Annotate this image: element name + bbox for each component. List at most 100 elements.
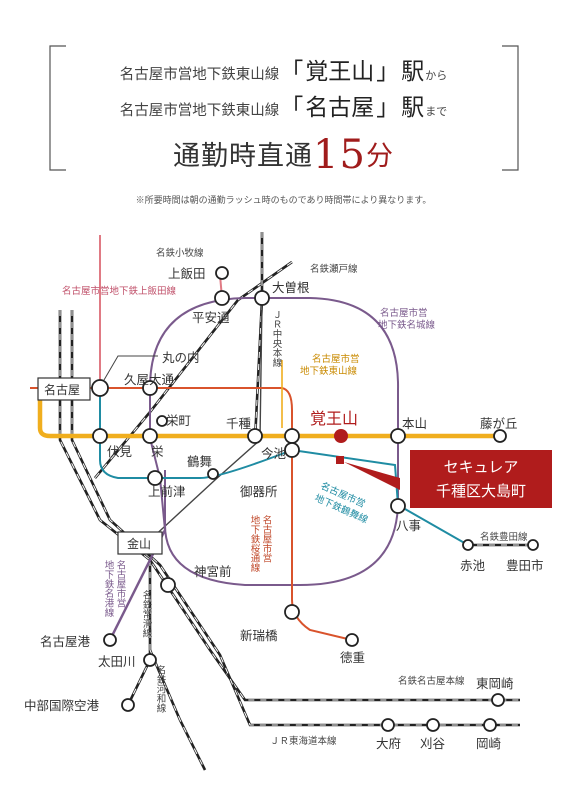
okazaki-station-label: 岡崎 bbox=[476, 736, 502, 751]
meitetsu-toyota-line-label: 名鉄豊田線 bbox=[480, 531, 528, 543]
station-markers bbox=[91, 266, 539, 732]
higashiyama-line-label-2: 地下鉄東山線 bbox=[300, 365, 358, 377]
jingumae-station-label: 神宮前 bbox=[194, 564, 232, 579]
minutes-unit: 分 bbox=[365, 141, 394, 172]
property-name-label: セキュレア bbox=[444, 458, 519, 476]
kanayama-station-label: 金山 bbox=[127, 536, 151, 551]
meitetsu-tokoname-line-label: 名鉄常滑線 bbox=[141, 589, 153, 637]
kariya-station-label: 刈谷 bbox=[420, 736, 446, 751]
kamiiida-station-marker bbox=[215, 266, 229, 280]
imaike-station-marker bbox=[284, 428, 300, 444]
nagoyako-station-label: 名古屋港 bbox=[40, 634, 91, 649]
meitetsu-kowa-line-dash bbox=[149, 649, 206, 771]
route-from-line: 名古屋市営地下鉄東山線 bbox=[119, 67, 280, 83]
tsurumai-station-marker bbox=[207, 468, 219, 480]
kariya-station-marker bbox=[426, 718, 440, 732]
commute-time: 通勤時直通15分 bbox=[0, 132, 567, 178]
shinmizuho-station-label: 新瑞橋 bbox=[240, 628, 278, 643]
route-to: 名古屋市営地下鉄東山線「名古屋」駅まで bbox=[0, 88, 567, 122]
obu-station-marker bbox=[381, 718, 395, 732]
route-to-line: 名古屋市営地下鉄東山線 bbox=[119, 103, 280, 119]
sakaemachi-station-marker bbox=[156, 415, 168, 427]
ozone-station-marker bbox=[254, 290, 270, 306]
destination-station: 名古屋 bbox=[305, 95, 375, 121]
time-note: ※所要時間は朝の通勤ラッシュ時のものであり時間帯により異なります。 bbox=[135, 196, 432, 206]
origin-station: 覚王山 bbox=[305, 59, 375, 85]
tokushige-station-label: 徳重 bbox=[340, 650, 365, 665]
sakae-station-label: 栄 bbox=[151, 444, 164, 459]
meitetsu-komaki-label: 名鉄小牧線 bbox=[156, 247, 204, 259]
meitetsu-kowa-line-label: 名鉄河和線 bbox=[155, 664, 167, 712]
sakae-station-marker bbox=[142, 428, 158, 444]
motoyama-station-marker bbox=[390, 428, 406, 444]
hisaya-station-marker bbox=[142, 380, 158, 396]
toyotashi-station-marker bbox=[527, 539, 539, 551]
motoyama-station-label: 本山 bbox=[402, 416, 427, 431]
property-callout-box bbox=[410, 450, 552, 508]
fushimi-station-marker bbox=[92, 428, 108, 444]
commute-minutes: 15 bbox=[313, 132, 366, 178]
higashiokazaki-station-marker bbox=[491, 693, 505, 707]
gokiso-station-label: 御器所 bbox=[240, 484, 278, 499]
higashiyama-line bbox=[37, 390, 500, 439]
chikusa-station-label: 千種 bbox=[226, 416, 252, 431]
header: 名古屋市営地下鉄東山線「覚王山」駅から 名古屋市営地下鉄東山線「名古屋」駅まで … bbox=[0, 0, 567, 210]
from-suffix: から bbox=[425, 69, 448, 82]
open-quote: 「 bbox=[280, 59, 304, 85]
akaike-station-marker bbox=[462, 539, 474, 551]
kakuozan-station-label: 覚王山 bbox=[310, 409, 358, 428]
route-map: 上飯田 平安通 大曽根 丸の内 名古屋 久屋大通 栄町 千種 伏見 栄 今池 鶴… bbox=[24, 232, 552, 771]
kamimaezu-station-marker bbox=[147, 470, 163, 486]
kamiiida-line-label: 名古屋市営地下鉄上飯田線 bbox=[62, 285, 177, 297]
right-bracket bbox=[502, 45, 519, 171]
meijo-line-label-1: 名古屋市営 bbox=[380, 307, 428, 319]
meitetsu-nagoya-line-label: 名鉄名古屋本線 bbox=[398, 675, 465, 687]
fushimi-station-label: 伏見 bbox=[107, 444, 133, 459]
tsurumai-station-label: 鶴舞 bbox=[187, 454, 212, 469]
obu-station-label: 大府 bbox=[376, 736, 401, 751]
seto-line-label: 名鉄瀬戸線 bbox=[310, 263, 358, 275]
jr-chuo-line-label: ＪＲ中央本線 bbox=[271, 310, 283, 367]
property-location-label: 千種区大島町 bbox=[436, 482, 526, 500]
yagoto-station-label: 八事 bbox=[396, 518, 421, 533]
header-frame bbox=[49, 45, 519, 171]
gokiso-station-marker bbox=[284, 442, 300, 458]
open-quote: 「 bbox=[280, 95, 304, 121]
toyotashi-station-label: 豊田市 bbox=[506, 558, 544, 573]
jr-tokaido-line-label: ＪＲ東海道本線 bbox=[270, 735, 337, 747]
otagawa-station-label: 太田川 bbox=[98, 654, 136, 669]
nagoya-label-box bbox=[37, 377, 91, 401]
marunouchi-station-label: 丸の内 bbox=[162, 350, 200, 365]
eki-label: 駅 bbox=[401, 59, 425, 85]
meiko-line-label-2: 地下鉄名港線 bbox=[103, 559, 115, 617]
left-bracket bbox=[49, 45, 66, 171]
otagawa-station-marker bbox=[143, 653, 157, 667]
eki-label: 駅 bbox=[401, 95, 425, 121]
kamimaezu-station-label: 上前津 bbox=[148, 484, 186, 499]
yagoto-station-marker bbox=[390, 498, 406, 514]
marunouchi-leader bbox=[103, 355, 158, 381]
higashiokazaki-station-label: 東岡崎 bbox=[476, 676, 514, 691]
kamiiida-station-label: 上飯田 bbox=[168, 266, 206, 281]
meitetsu-seto-line-dash bbox=[94, 261, 293, 479]
sakuradori-line bbox=[30, 387, 353, 641]
sakuradori-line-label-1: 名古屋市営 bbox=[261, 514, 273, 563]
close-quote: 」 bbox=[376, 59, 400, 85]
akaike-station-label: 赤池 bbox=[460, 558, 486, 573]
tokushige-station-marker bbox=[345, 633, 359, 647]
kakuozan-station-marker bbox=[334, 429, 348, 443]
kanayama-label-box bbox=[117, 531, 163, 555]
property-location-marker bbox=[336, 456, 344, 464]
nagoya-station-marker bbox=[91, 379, 109, 397]
higashiyama-line-label-1: 名古屋市営 bbox=[312, 353, 360, 365]
imaike-station-label: 今池 bbox=[261, 446, 287, 461]
ozone-station-label: 大曽根 bbox=[272, 280, 310, 295]
fujigaoka-station-marker bbox=[493, 429, 507, 443]
meitetsu-komaki-line-dash bbox=[254, 232, 263, 441]
okazaki-station-marker bbox=[483, 718, 497, 732]
heiando-station-label: 平安通 bbox=[192, 310, 230, 325]
nagoya-station-label: 名古屋 bbox=[44, 382, 80, 397]
close-quote: 」 bbox=[376, 95, 400, 121]
heiando-station-marker bbox=[214, 290, 230, 306]
chikusa-station-marker bbox=[247, 428, 263, 444]
